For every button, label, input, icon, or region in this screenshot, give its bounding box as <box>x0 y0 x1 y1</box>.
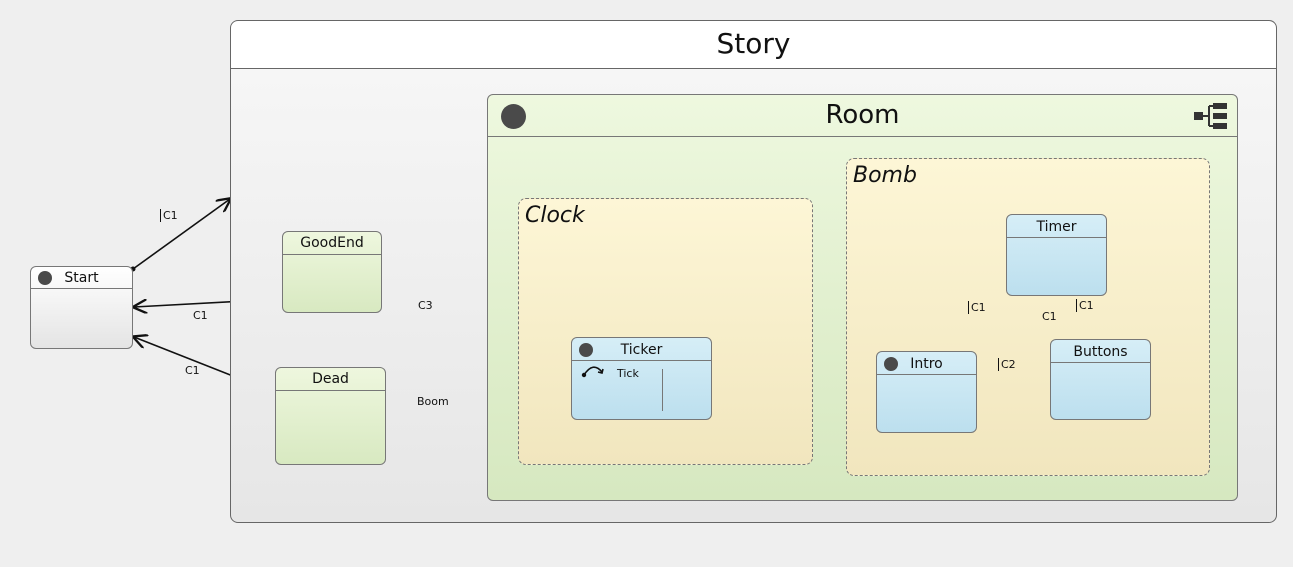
self-loop-icon <box>581 366 604 378</box>
ticker-action-label: Tick <box>617 367 639 380</box>
story-header-divider <box>231 68 1276 69</box>
intro-header-divider <box>877 374 976 375</box>
ticker-separator <box>662 369 663 411</box>
transition-label-dead-to-start: C1 <box>185 364 200 377</box>
room-title: Room <box>825 100 900 130</box>
ticker-state[interactable]: Ticker Tick <box>571 337 712 420</box>
intro-state[interactable]: Intro <box>876 351 977 433</box>
initial-state-icon <box>579 343 593 357</box>
transition-start-to-story[interactable] <box>132 199 230 270</box>
clock-region-label: Clock <box>525 203 585 228</box>
dead-header-divider <box>276 390 385 391</box>
room-header-divider <box>488 136 1237 137</box>
start-header-divider <box>31 288 132 289</box>
buttons-header-divider <box>1051 362 1150 363</box>
hierarchy-icon <box>1194 103 1227 129</box>
timer-title: Timer <box>1036 219 1077 235</box>
transition-label-goodend-to-start: C1 <box>193 309 208 322</box>
goodend-state[interactable]: GoodEnd <box>282 231 382 313</box>
timer-header-divider <box>1007 237 1106 238</box>
goodend-title: GoodEnd <box>300 235 364 251</box>
clock-region[interactable]: Clock <box>518 198 813 465</box>
transition-label-room-to-goodend: C3 <box>418 299 433 312</box>
ticker-header-divider <box>572 360 711 361</box>
story-title: Story <box>716 27 791 60</box>
dead-title: Dead <box>312 371 349 387</box>
transition-label-room-to-dead: Boom <box>417 395 449 408</box>
start-title: Start <box>64 270 99 286</box>
goodend-header-divider <box>283 254 381 255</box>
transition-label-intro-to-buttons: C2 <box>998 358 1016 371</box>
transition-label-timer-to-buttons: C1 <box>1042 310 1057 323</box>
start-state[interactable]: Start <box>30 266 133 349</box>
bomb-region-label: Bomb <box>853 163 917 188</box>
initial-state-icon <box>501 104 526 129</box>
ticker-title: Ticker <box>620 342 663 358</box>
initial-state-icon <box>38 271 52 285</box>
initial-state-icon <box>884 357 898 371</box>
transition-label-start-to-story: C1 <box>160 209 178 222</box>
intro-title: Intro <box>910 356 943 372</box>
buttons-state[interactable]: Buttons <box>1050 339 1151 420</box>
buttons-title: Buttons <box>1073 344 1128 360</box>
timer-state[interactable]: Timer <box>1006 214 1107 296</box>
transition-label-intro-to-timer: C1 <box>968 301 986 314</box>
transition-label-buttons-to-timer: C1 <box>1076 299 1094 312</box>
dead-state[interactable]: Dead <box>275 367 386 465</box>
